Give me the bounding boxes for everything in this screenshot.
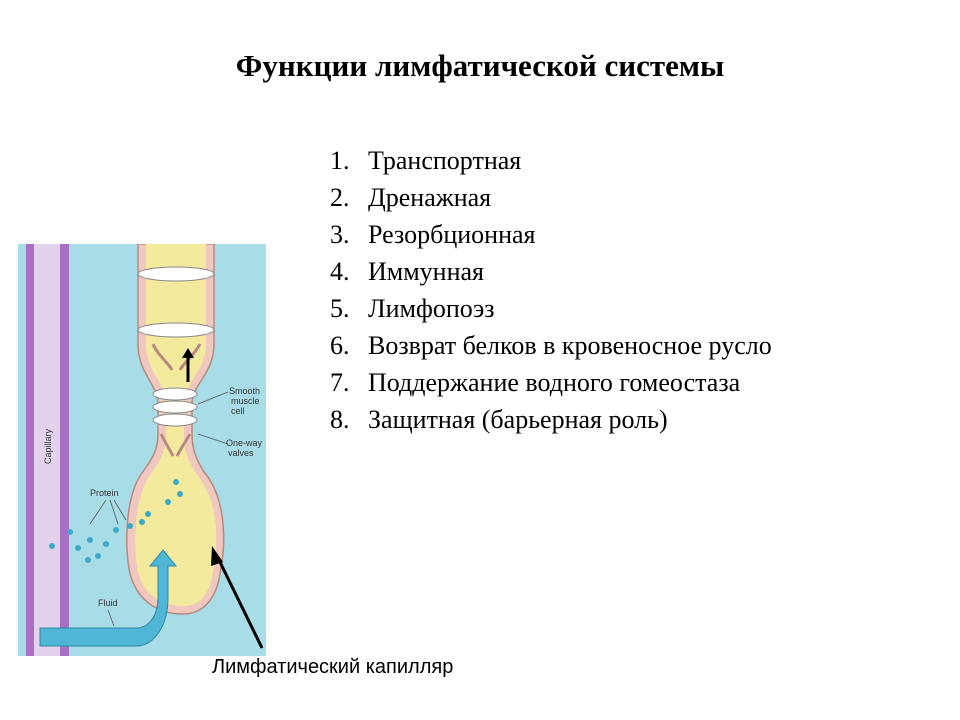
- valve-flap-right: [175, 433, 192, 457]
- capillary-label: Capillary: [43, 428, 53, 464]
- flow-arrow-head: [182, 348, 194, 358]
- protein-dot: [95, 553, 101, 559]
- protein-dot: [145, 511, 151, 517]
- function-item: 5. Лимфопоэз: [330, 290, 838, 327]
- diagram-caption: Лимфатический капилляр: [212, 656, 454, 678]
- slide-title: Функции лимфатической системы: [235, 48, 725, 83]
- protein-dot: [139, 519, 145, 525]
- function-text: Транспортная: [368, 146, 522, 175]
- function-item: 1. Транспортная: [330, 142, 838, 179]
- fluid-arrow: [39, 549, 178, 647]
- function-number: 1.: [330, 146, 350, 175]
- function-number: 3.: [330, 220, 350, 249]
- capillary-lumen: [34, 244, 60, 656]
- protein-dot: [177, 491, 183, 497]
- pointer-arrow-shaft: [216, 557, 264, 649]
- protein-molecules: [49, 479, 183, 563]
- protein-dot: [173, 479, 179, 485]
- fluid-label: Fluid: [98, 598, 118, 608]
- function-number: 6.: [330, 331, 350, 360]
- callout-line: [89, 499, 107, 525]
- lymph-capillary-diagram: Capillary Smooth muscle cell One-way val…: [18, 244, 266, 656]
- function-text: Лимфопоэз: [368, 294, 495, 323]
- callout-line: [197, 433, 229, 445]
- function-text: Поддержание водного гомеостаза: [368, 368, 741, 397]
- protein-label: Protein: [90, 488, 119, 498]
- callout-line: [113, 499, 127, 521]
- function-number: 8.: [330, 405, 350, 434]
- capillary-wall-inner: [60, 244, 69, 656]
- function-item: 2. Дренажная: [330, 179, 838, 216]
- function-item: 4. Иммунная: [330, 253, 838, 290]
- function-text: Резорбционная: [368, 220, 536, 249]
- function-number: 5.: [330, 294, 350, 323]
- valve-flap-left: [159, 433, 175, 457]
- callout-line: [197, 391, 229, 405]
- one-way-valves-label: valves: [228, 448, 254, 458]
- protein-dot: [87, 537, 93, 543]
- one-way-valves-label: One-way: [226, 438, 263, 448]
- muscle-ring: [137, 266, 215, 282]
- functions-list: 1. Транспортная 2. Дренажная 3. Резорбционн…: [330, 142, 838, 438]
- protein-dot: [49, 543, 55, 549]
- pointer-arrow-head: [211, 546, 223, 566]
- function-text: Защитная (барьерная роль): [368, 405, 668, 434]
- muscle-ring: [152, 400, 198, 414]
- function-item: 7. Поддержание водного гомеостаза: [330, 364, 838, 401]
- protein-dot: [127, 523, 133, 529]
- function-text: Возврат белков в кровеносное русло: [368, 331, 772, 360]
- muscle-ring: [152, 387, 198, 401]
- callout-line: [107, 609, 115, 627]
- callout-line: [109, 499, 119, 525]
- protein-dot: [75, 545, 81, 551]
- function-item: 3. Резорбционная: [330, 216, 838, 253]
- protein-dot: [113, 527, 119, 533]
- function-number: 7.: [330, 368, 350, 397]
- protein-dot: [67, 529, 73, 535]
- protein-dot: [165, 499, 171, 505]
- smooth-muscle-label: cell: [231, 406, 245, 416]
- smooth-muscle-label: Smooth: [229, 386, 260, 396]
- protein-dot: [85, 557, 91, 563]
- protein-dot: [103, 541, 109, 547]
- muscle-ring: [152, 413, 198, 427]
- muscle-ring: [137, 322, 215, 338]
- valve-flap-left: [151, 343, 174, 371]
- function-text: Дренажная: [368, 183, 492, 212]
- smooth-muscle-label: muscle: [231, 396, 260, 406]
- function-item: 8. Защитная (барьерная роль): [330, 401, 838, 438]
- function-text: Иммунная: [368, 257, 485, 286]
- function-number: 4.: [330, 257, 350, 286]
- function-item: 6. Возврат белков в кровеносное русло: [330, 327, 838, 364]
- function-number: 2.: [330, 183, 350, 212]
- capillary-wall-outer: [26, 244, 34, 656]
